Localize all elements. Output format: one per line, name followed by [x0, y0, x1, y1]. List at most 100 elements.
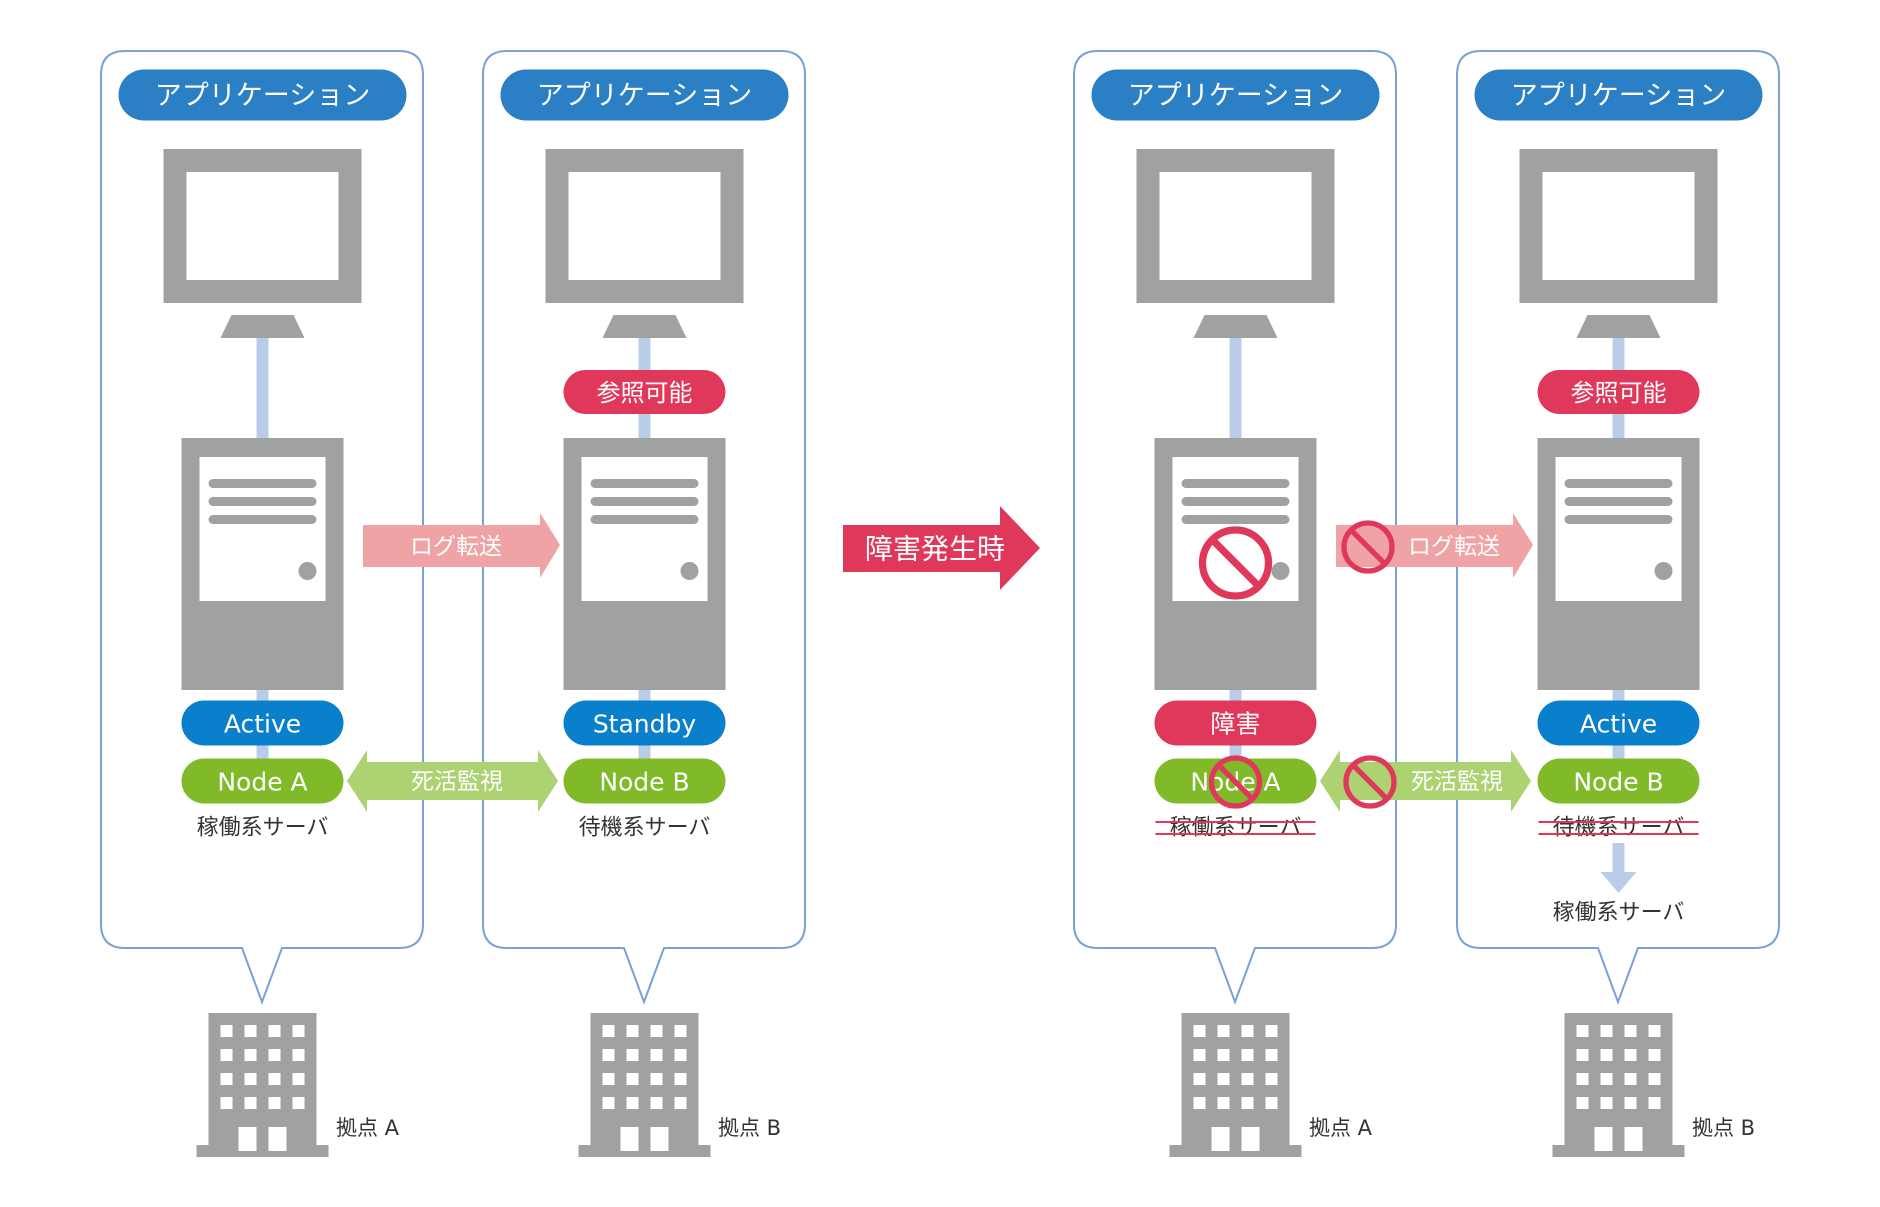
building-window [1217, 1073, 1230, 1085]
building-window [1193, 1025, 1206, 1037]
server-vent-line [208, 497, 317, 506]
building-window [220, 1025, 233, 1037]
monitor-stand [602, 315, 687, 338]
application-badge-label: アプリケーション [537, 81, 752, 112]
building-window [244, 1025, 257, 1037]
heartbeat-label: 死活監視 [411, 769, 503, 795]
building-window [268, 1073, 281, 1085]
server-role-label: 待機系サーバ [1553, 816, 1685, 841]
building-window [292, 1025, 305, 1037]
building-window [292, 1097, 305, 1109]
node-badge-shape [1537, 758, 1700, 804]
application-badge: アプリケーション [500, 69, 789, 121]
application-badge-shape [1474, 69, 1763, 121]
building-window [1600, 1049, 1613, 1061]
server-vent-line [208, 479, 317, 488]
application-badge: アプリケーション [1474, 69, 1763, 121]
building-base [1169, 1145, 1302, 1157]
building-window [244, 1097, 257, 1109]
building-window [1648, 1097, 1661, 1109]
node-badge: Node B [1537, 758, 1700, 804]
readable-badge-label: 参照可能 [597, 379, 693, 407]
server-role-label: 待機系サーバ [579, 816, 711, 841]
server-failure-icon [1198, 526, 1273, 600]
prohibited-slash [1209, 536, 1262, 590]
status-badge-label: Active [224, 710, 301, 739]
building-window [1265, 1025, 1278, 1037]
status-badge: 障害 [1154, 700, 1317, 746]
node-badge-shape [181, 758, 344, 804]
failure-transition-arrow-shape [843, 506, 1040, 590]
building-window [1265, 1097, 1278, 1109]
site-label: 拠点 B [1692, 1116, 1755, 1140]
monitor-screen [1542, 172, 1695, 280]
prohibited-ring [1341, 520, 1395, 574]
server-vent-line [1564, 515, 1673, 524]
server-role-label: 稼働系サーバ [197, 816, 329, 841]
server-icon [181, 438, 344, 690]
server-role-label: 稼働系サーバ [1170, 816, 1302, 841]
role-change-arrow-shaft [1612, 843, 1625, 873]
server-vent-line [1181, 497, 1290, 506]
log-transfer-arrow: ログ転送 [363, 513, 560, 578]
server-power-button [1654, 562, 1673, 580]
building-window [1576, 1073, 1589, 1085]
building-window [1576, 1049, 1589, 1061]
building-window [220, 1073, 233, 1085]
building-base [578, 1145, 711, 1157]
node-badge: Node B [563, 758, 726, 804]
readable-badge-shape [1537, 370, 1700, 414]
building-window [220, 1097, 233, 1109]
building-window [1624, 1025, 1637, 1037]
readable-badge: 参照可能 [1537, 370, 1700, 414]
building-icon [196, 1013, 329, 1157]
server-power-button [298, 562, 317, 580]
building-window [1217, 1025, 1230, 1037]
prohibited-slash [1216, 762, 1255, 802]
log-transfer-blocked-icon [1341, 520, 1395, 574]
server-vent-line [1564, 497, 1673, 506]
status-badge: Active [1537, 700, 1700, 746]
building-window [1624, 1049, 1637, 1061]
status-badge-label: 障害 [1210, 710, 1260, 739]
building-window [626, 1073, 639, 1085]
building-window [292, 1073, 305, 1085]
server-vent-line [1181, 515, 1290, 524]
application-badge-shape [118, 69, 407, 121]
building-window [244, 1049, 257, 1061]
site-label: 拠点 B [718, 1116, 781, 1140]
building-window [1624, 1073, 1637, 1085]
server-vent-line [590, 515, 699, 524]
monitor-screen [186, 172, 339, 280]
building-window [1265, 1049, 1278, 1061]
node-blocked-icon [1208, 755, 1263, 809]
log-transfer-label: ログ転送 [1408, 534, 1500, 560]
prohibited-ring [1208, 755, 1263, 809]
application-badge: アプリケーション [118, 69, 407, 121]
server-vent-line [590, 479, 699, 488]
server-power-button [1271, 562, 1290, 580]
building-door [650, 1127, 669, 1151]
building-door [620, 1127, 639, 1151]
heartbeat-arrow: 死活監視 [1320, 750, 1531, 812]
status-badge-shape [1154, 700, 1317, 746]
building-window [1217, 1049, 1230, 1061]
building-icon [1169, 1013, 1302, 1157]
server-vent-line [1181, 479, 1290, 488]
building-window [1217, 1097, 1230, 1109]
monitor-stand [1193, 315, 1278, 338]
building-window [674, 1073, 687, 1085]
monitor-stand [1576, 315, 1661, 338]
application-badge-shape [500, 69, 789, 121]
monitor-icon [1519, 149, 1718, 338]
readable-badge-label: 参照可能 [1571, 379, 1667, 407]
status-badge-shape [181, 700, 344, 746]
application-badge-label: アプリケーション [1511, 81, 1726, 112]
building-window [1600, 1073, 1613, 1085]
heartbeat-arrow-shape [1320, 750, 1531, 812]
